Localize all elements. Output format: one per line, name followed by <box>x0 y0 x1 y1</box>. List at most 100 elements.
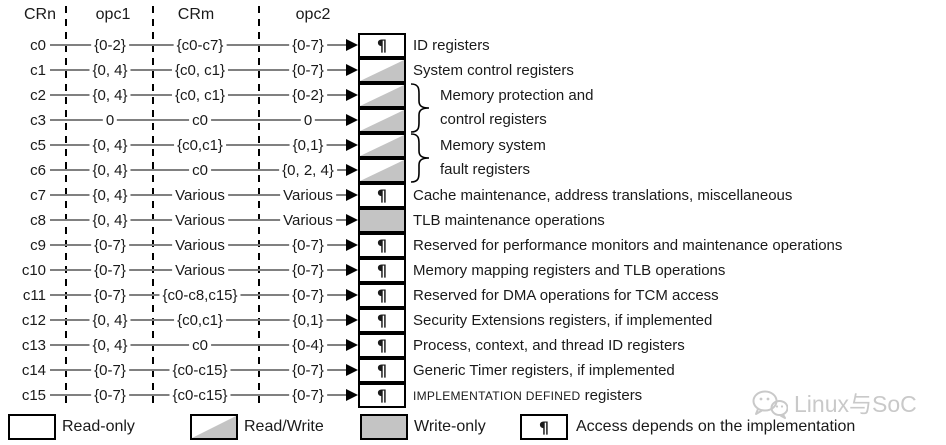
read-write-triangle <box>360 60 404 81</box>
register-row-c0: c0 {0-2} {c0-c7} {0-7} ¶ ID registers <box>0 33 946 58</box>
register-description: Reserved for DMA operations for TCM acce… <box>413 287 719 304</box>
access-box-read-write <box>358 83 406 108</box>
register-label: c3 <box>30 112 46 129</box>
crm-value: c0 <box>189 108 211 133</box>
wechat-icon <box>752 390 788 419</box>
opc1-value: {0, 4} <box>89 183 131 208</box>
register-description: Memory mapping registers and TLB operati… <box>413 262 726 279</box>
group-label-line2: fault registers <box>440 161 531 178</box>
opc1-value: {0-7} <box>91 233 129 258</box>
arrow-right-icon <box>346 139 358 151</box>
column-divider-dashed <box>152 6 154 408</box>
crm-value: {c0-c15} <box>169 358 231 383</box>
pilcrow-icon: ¶ <box>376 36 388 55</box>
access-box-depends: ¶ <box>358 333 406 358</box>
register-label: c6 <box>30 162 46 179</box>
access-box-depends: ¶ <box>358 283 406 308</box>
access-box-depends: ¶ <box>358 383 406 408</box>
crm-value: {c0,c1} <box>174 308 226 333</box>
crm-value: {c0-c8,c15} <box>159 283 241 308</box>
register-row-c5: c5 {0, 4} {c0,c1} {0,1} <box>0 133 946 158</box>
access-box-read-write <box>358 108 406 133</box>
column-header-opc2: opc2 <box>295 6 331 23</box>
opc1-value: {0-7} <box>91 358 129 383</box>
register-row-c8: c8 {0, 4} Various Various TLB maintenanc… <box>0 208 946 233</box>
group-label-line1: Memory system <box>440 137 546 154</box>
register-label: c5 <box>30 137 46 154</box>
column-divider-dashed <box>258 6 260 408</box>
register-row-c1: c1 {0, 4} {c0, c1} {0-7} System control … <box>0 58 946 83</box>
register-label: c0 <box>30 37 46 54</box>
arrow-right-icon <box>346 39 358 51</box>
read-write-triangle <box>360 160 404 181</box>
opc2-value: {0-7} <box>289 258 327 283</box>
register-row-c6: c6 {0, 4} c0 {0, 2, 4} <box>0 158 946 183</box>
register-row-c13: c13 {0, 4} c0 {0-4} ¶ Process, context, … <box>0 333 946 358</box>
register-row-c9: c9 {0-7} Various {0-7} ¶ Reserved for pe… <box>0 233 946 258</box>
access-box-depends: ¶ <box>358 233 406 258</box>
register-row-c2: c2 {0, 4} {c0, c1} {0-2} <box>0 83 946 108</box>
crm-value: {c0, c1} <box>171 58 229 83</box>
register-description: TLB maintenance operations <box>413 212 605 229</box>
group-label-memory-system-fault: Memory system fault registers <box>440 134 546 182</box>
register-label: c8 <box>30 212 46 229</box>
crm-value: c0 <box>189 333 211 358</box>
read-write-triangle <box>360 110 404 131</box>
pilcrow-icon: ¶ <box>376 186 388 205</box>
opc2-value: 0 <box>300 108 316 133</box>
opc1-value: 0 <box>102 108 118 133</box>
read-write-triangle <box>360 135 404 156</box>
register-description: Cache maintenance, address translations,… <box>413 187 793 204</box>
access-box-read-write <box>358 158 406 183</box>
register-description: System control registers <box>413 62 574 79</box>
column-divider-dashed <box>65 6 67 408</box>
pilcrow-icon: ¶ <box>376 286 388 305</box>
register-label: c13 <box>21 337 46 354</box>
group-label-line2: control registers <box>440 111 547 128</box>
read-write-triangle <box>360 85 404 106</box>
register-label: c15 <box>21 387 46 404</box>
read-write-triangle <box>192 416 236 438</box>
register-description: Process, context, and thread ID register… <box>413 337 685 354</box>
opc1-value: {0, 4} <box>89 208 131 233</box>
watermark-text: Linux与SoC <box>794 391 917 417</box>
arrow-right-icon <box>346 364 358 376</box>
access-box-depends: ¶ <box>358 308 406 333</box>
register-label: c9 <box>30 237 46 254</box>
crm-value: Various <box>172 258 228 283</box>
opc1-value: {0-7} <box>91 383 129 408</box>
opc2-value: {0, 2, 4} <box>279 158 337 183</box>
opc1-value: {0, 4} <box>89 158 131 183</box>
opc1-value: {0-7} <box>91 258 129 283</box>
register-row-c10: c10 {0-7} Various {0-7} ¶ Memory mapping… <box>0 258 946 283</box>
arrow-right-icon <box>346 339 358 351</box>
legend-box-read-write <box>190 414 238 440</box>
pilcrow-icon: ¶ <box>376 361 388 380</box>
group-brace-icon <box>410 133 430 183</box>
opc2-value: {0-7} <box>289 283 327 308</box>
description-tail: registers <box>580 387 643 404</box>
register-description: ID registers <box>413 37 490 54</box>
access-box-depends: ¶ <box>358 183 406 208</box>
register-row-c14: c14 {0-7} {c0-c15} {0-7} ¶ Generic Timer… <box>0 358 946 383</box>
group-brace-icon <box>410 83 430 133</box>
pilcrow-icon: ¶ <box>376 311 388 330</box>
group-label-memory-protection: Memory protection and control registers <box>440 84 593 132</box>
arrow-right-icon <box>346 239 358 251</box>
register-row-c3: c3 0 c0 0 <box>0 108 946 133</box>
access-box-write-only <box>358 208 406 233</box>
group-label-line1: Memory protection and <box>440 87 594 104</box>
register-label: c2 <box>30 87 46 104</box>
crm-value: c0 <box>189 158 211 183</box>
arrow-right-icon <box>346 164 358 176</box>
opc2-value: {0-4} <box>289 333 327 358</box>
column-header-crm: CRm <box>177 6 215 23</box>
opc2-value: {0-7} <box>289 233 327 258</box>
opc1-value: {0, 4} <box>89 133 131 158</box>
opc2-value: {0-7} <box>289 358 327 383</box>
pilcrow-icon: ¶ <box>376 336 388 355</box>
arrow-right-icon <box>346 264 358 276</box>
pilcrow-icon: ¶ <box>376 261 388 280</box>
register-label: c14 <box>21 362 46 379</box>
